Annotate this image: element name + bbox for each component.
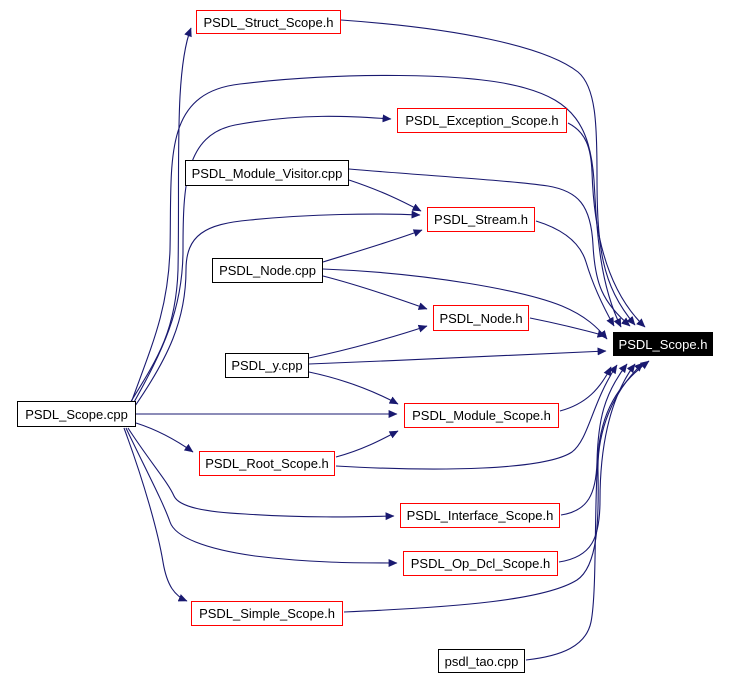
edge-node-cpp-to-scope-h — [322, 268, 608, 340]
node-label: PSDL_Node.h — [439, 310, 523, 326]
node-label: PSDL_Interface_Scope.h — [406, 508, 554, 523]
node-psdl-scope-cpp[interactable]: PSDL_Scope.cpp — [17, 401, 136, 427]
edge-scope-cpp-to-interface-scope — [127, 427, 395, 521]
node-psdl-exception-scope-h[interactable]: PSDL_Exception_Scope.h — [397, 108, 567, 133]
edge-module-visitor-to-scope-h — [348, 168, 631, 327]
node-psdl-y-cpp[interactable]: PSDL_y.cpp — [225, 353, 309, 378]
node-label: PSDL_Node.cpp — [219, 263, 316, 278]
edge-stream-to-scope-h — [535, 220, 615, 327]
node-label: PSDL_Module_Visitor.cpp — [191, 165, 343, 181]
node-label: PSDL_Exception_Scope.h — [405, 113, 559, 128]
edge-y-cpp-to-scope-h — [308, 347, 607, 365]
node-label: PSDL_Stream.h — [434, 212, 528, 227]
node-label: PSDL_Struct_Scope.h — [203, 14, 334, 30]
node-label: PSDL_y.cpp — [231, 358, 303, 373]
edge-scope-cpp-to-scope-h — [130, 74, 622, 404]
edge-scope-cpp-to-root-scope — [135, 422, 194, 453]
node-label: PSDL_Op_Dcl_Scope.h — [410, 556, 551, 571]
edge-exception-scope-to-scope-h — [567, 122, 646, 328]
edge-scope-cpp-to-stream — [134, 210, 421, 407]
edge-simple-scope-to-scope-h — [343, 362, 644, 613]
node-psdl-tao-cpp[interactable]: psdl_tao.cpp — [438, 649, 525, 673]
edge-module-visitor-to-stream — [348, 179, 422, 212]
node-psdl-scope-h[interactable]: PSDL_Scope.h — [613, 332, 713, 356]
node-label: PSDL_Scope.h — [618, 336, 708, 352]
edge-scope-cpp-to-op-dcl-scope — [125, 427, 398, 567]
node-psdl-node-cpp[interactable]: PSDL_Node.cpp — [212, 258, 323, 283]
edge-root-scope-to-scope-h — [335, 364, 618, 470]
edge-interface-scope-to-scope-h — [560, 363, 628, 516]
node-psdl-node-h[interactable]: PSDL_Node.h — [433, 305, 529, 331]
node-psdl-module-scope-h[interactable]: PSDL_Module_Scope.h — [404, 403, 559, 428]
edge-scope-cpp-to-struct-scope — [129, 27, 192, 404]
node-psdl-root-scope-h[interactable]: PSDL_Root_Scope.h — [199, 451, 335, 476]
edge-scope-cpp-to-simple-scope — [123, 427, 188, 602]
node-psdl-op-dcl-scope-h[interactable]: PSDL_Op_Dcl_Scope.h — [403, 551, 558, 576]
node-psdl-stream-h[interactable]: PSDL_Stream.h — [427, 207, 535, 232]
edge-y-cpp-to-node-h — [308, 324, 428, 359]
edge-psdl-tao-to-scope-h — [525, 360, 650, 661]
edge-node-h-to-scope-h — [529, 317, 607, 338]
edge-struct-scope-to-scope-h — [340, 19, 636, 326]
edge-y-cpp-to-module-scope — [308, 371, 399, 405]
node-label: PSDL_Root_Scope.h — [205, 456, 329, 471]
node-label: PSDL_Simple_Scope.h — [199, 606, 335, 621]
edge-node-cpp-to-stream — [322, 229, 423, 263]
node-label: psdl_tao.cpp — [444, 653, 519, 669]
edge-module-scope-to-scope-h — [559, 366, 612, 412]
node-label: PSDL_Module_Scope.h — [412, 408, 551, 423]
node-psdl-interface-scope-h[interactable]: PSDL_Interface_Scope.h — [400, 503, 560, 528]
node-psdl-simple-scope-h[interactable]: PSDL_Simple_Scope.h — [191, 601, 343, 626]
node-psdl-module-visitor-cpp[interactable]: PSDL_Module_Visitor.cpp — [185, 160, 349, 186]
edge-root-scope-to-module-scope — [335, 430, 399, 458]
node-label: PSDL_Scope.cpp — [25, 406, 128, 422]
edge-node-cpp-to-node-h — [322, 275, 428, 310]
node-psdl-struct-scope-h[interactable]: PSDL_Struct_Scope.h — [196, 10, 341, 34]
